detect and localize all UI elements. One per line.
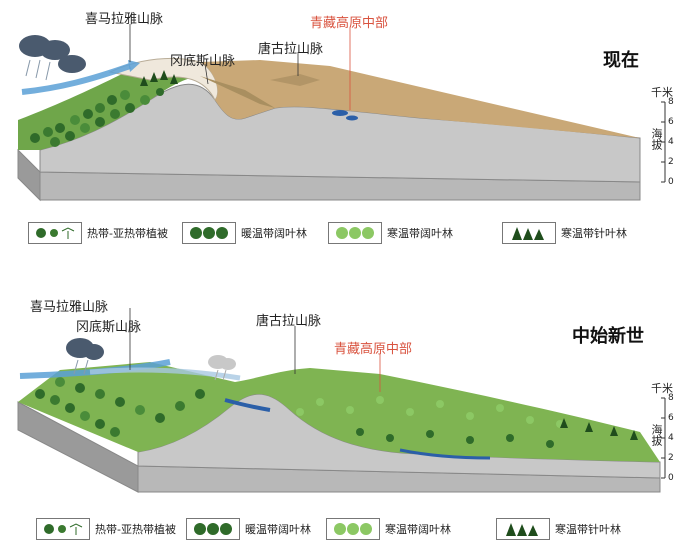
eocene-label-himalaya: 喜马拉雅山脉 <box>30 300 109 315</box>
present-gangdise-ridge <box>200 76 275 108</box>
legend-label-warm-broadleaf: 暖温带阔叶林 <box>245 523 311 536</box>
eocene-river <box>224 398 271 412</box>
tropical-vegetation-icon <box>36 518 90 540</box>
eocene-label-tanggula: 唐古拉山脉 <box>256 314 322 329</box>
eocene-trees <box>35 377 638 448</box>
present-scale-tick-6: 6 <box>668 117 674 127</box>
present-legend: 热带-亚热带植被 暖温带阔叶林 寒温带阔叶林 寒温带针叶林 <box>0 218 700 248</box>
cold-temperate-broadleaf-icon <box>326 518 380 540</box>
eocene-scale-tick-8: 8 <box>668 393 674 403</box>
eocene-scale-tick-6: 6 <box>668 413 674 423</box>
eocene-forest-surface <box>18 362 660 462</box>
legend-label-conifer: 寒温带针叶林 <box>561 227 627 240</box>
eocene-legend-item-cold-broadleaf: 寒温带阔叶林 <box>326 518 451 540</box>
eocene-base-side <box>17 401 139 493</box>
warm-temperate-broadleaf-icon <box>182 222 236 244</box>
panel-mid-eocene: 喜马拉雅山脉 冈底斯山脉 唐古拉山脉 青藏高原中部 中始新世 千米 8 6 4 … <box>0 282 700 510</box>
present-legend-item-warm-broadleaf: 暖温带阔叶林 <box>182 222 307 244</box>
eocene-legend-item-conifer: 寒温带针叶林 <box>496 518 621 540</box>
legend-label-cold-broadleaf: 寒温带阔叶林 <box>387 227 453 240</box>
present-scale-unit: 千米 <box>651 86 673 99</box>
legend-label-conifer: 寒温带针叶林 <box>555 523 621 536</box>
present-label-central-plateau: 青藏高原中部 <box>310 16 389 31</box>
legend-label-warm-broadleaf: 暖温带阔叶林 <box>241 227 307 240</box>
present-lake-2 <box>346 115 358 121</box>
present-legend-item-cold-broadleaf: 寒温带阔叶林 <box>328 222 453 244</box>
eocene-era-title: 中始新世 <box>572 326 644 347</box>
present-lake-1 <box>332 110 348 116</box>
present-tanggula-ridge <box>270 74 320 86</box>
eocene-label-central-plateau: 青藏高原中部 <box>334 342 413 357</box>
eocene-legend-item-warm-broadleaf: 暖温带阔叶林 <box>186 518 311 540</box>
eocene-scale-tick-4: 4 <box>668 433 674 443</box>
panel-present: 喜马拉雅山脉 冈底斯山脉 唐古拉山脉 青藏高原中部 现在 千米 8 6 4 2 … <box>0 0 700 215</box>
eocene-light-cloud-icon <box>208 355 236 381</box>
eocene-legend: 热带-亚热带植被 暖温带阔叶林 寒温带阔叶林 寒温带针叶林 <box>0 514 700 544</box>
present-label-tanggula: 唐古拉山脉 <box>258 42 324 57</box>
eocene-label-gangdise: 冈底斯山脉 <box>76 320 142 335</box>
warm-temperate-broadleaf-icon <box>186 518 240 540</box>
present-base-side <box>17 148 41 202</box>
legend-label-cold-broadleaf: 寒温带阔叶林 <box>385 523 451 536</box>
legend-label-tropical: 热带-亚热带植被 <box>95 523 176 536</box>
legend-label-tropical: 热带-亚热带植被 <box>87 227 168 240</box>
present-scale-tick-4: 4 <box>668 137 674 147</box>
eocene-scale-tick-2: 2 <box>668 453 674 463</box>
present-trees <box>30 70 178 147</box>
present-label-himalaya: 喜马拉雅山脉 <box>85 12 164 27</box>
cold-temperate-broadleaf-icon <box>328 222 382 244</box>
present-legend-item-conifer: 寒温带针叶林 <box>502 222 627 244</box>
present-rain-cloud-icon <box>19 35 86 81</box>
eocene-rain-cloud-icon <box>66 338 104 375</box>
present-legend-item-tropical: 热带-亚热带植被 <box>28 222 168 244</box>
cold-temperate-conifer-icon <box>502 222 556 244</box>
tropical-vegetation-icon <box>28 222 82 244</box>
eocene-scale-axis-label: 海拔 <box>650 424 663 446</box>
present-scale-tick-8: 8 <box>668 97 674 107</box>
present-scale-tick-2: 2 <box>668 157 674 167</box>
eocene-scale-unit: 千米 <box>651 382 673 395</box>
present-era-title: 现在 <box>603 50 639 71</box>
present-moisture-flow <box>21 63 131 95</box>
present-label-gangdise: 冈底斯山脉 <box>170 54 236 69</box>
cold-temperate-conifer-icon <box>496 518 550 540</box>
present-scale-axis-label: 海拔 <box>650 128 663 150</box>
eocene-legend-item-tropical: 热带-亚热带植被 <box>36 518 176 540</box>
present-scale-tick-0: 0 <box>668 177 674 187</box>
present-landscape-diagram <box>17 24 666 202</box>
eocene-scale-tick-0: 0 <box>668 473 674 483</box>
eocene-landscape-diagram <box>17 308 666 493</box>
